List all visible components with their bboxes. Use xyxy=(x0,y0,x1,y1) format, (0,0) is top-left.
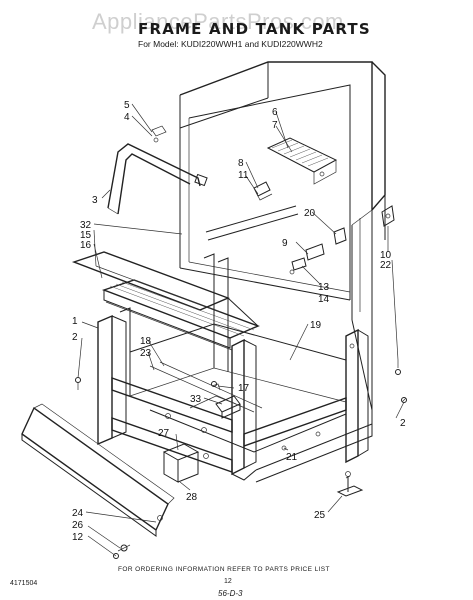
callout-25: 25 xyxy=(314,510,326,521)
clip-part xyxy=(253,181,273,201)
callout-22: 22 xyxy=(380,260,392,271)
diagram-title: FRAME AND TANK PARTS xyxy=(138,20,371,38)
callout-3: 3 xyxy=(92,195,98,206)
callout-15: 15 xyxy=(80,230,92,241)
callout-9: 9 xyxy=(282,238,288,249)
leader-lines xyxy=(77,103,405,557)
callout-7: 7 xyxy=(272,120,278,131)
callout-12: 12 xyxy=(72,532,84,543)
callout-20: 20 xyxy=(304,208,316,219)
callout-27: 27 xyxy=(158,428,170,439)
callout-18: 18 xyxy=(140,336,152,347)
callout-4: 4 xyxy=(124,112,130,123)
callout-16: 16 xyxy=(80,240,92,251)
ordering-note: FOR ORDERING INFORMATION REFER TO PARTS … xyxy=(118,566,330,573)
callout-6: 6 xyxy=(272,107,278,118)
callout-33: 33 xyxy=(190,394,202,405)
callout-23: 23 xyxy=(140,348,152,359)
callout-2b: 2 xyxy=(400,418,406,429)
callout-10: 10 xyxy=(380,250,392,261)
callout-14: 14 xyxy=(318,294,330,305)
revision-code: 56-D-3 xyxy=(218,589,243,598)
callout-13: 13 xyxy=(318,282,330,293)
callout-5: 5 xyxy=(124,100,130,111)
side-clips xyxy=(289,205,395,275)
front-kick-panel xyxy=(21,403,175,537)
callout-labels: 5 4 3 6 7 8 11 32 15 16 20 9 13 14 10 22… xyxy=(72,100,406,543)
watermark: AppliancePartsPros.com xyxy=(92,9,344,34)
tank-outline xyxy=(179,61,386,410)
callout-11: 11 xyxy=(238,170,249,181)
document-number: 4171504 xyxy=(10,580,38,587)
callout-17: 17 xyxy=(238,383,250,394)
hardware xyxy=(75,360,407,559)
model-subtitle: For Model: KUDI220WWH1 and KUDI220WWH2 xyxy=(138,39,323,49)
top-bracket xyxy=(266,137,338,185)
long-rails xyxy=(71,205,299,351)
callout-26: 26 xyxy=(72,520,84,531)
callout-19: 19 xyxy=(310,320,322,331)
callout-1: 1 xyxy=(72,316,78,327)
page-number: 12 xyxy=(224,578,232,585)
small-components xyxy=(162,383,241,483)
callout-2a: 2 xyxy=(72,332,78,343)
callout-24: 24 xyxy=(72,508,84,519)
frame-base xyxy=(97,253,373,483)
callout-21: 21 xyxy=(286,452,298,463)
callout-8: 8 xyxy=(238,158,244,169)
callout-28: 28 xyxy=(186,492,198,503)
callout-32: 32 xyxy=(80,220,92,231)
upper-rail-part xyxy=(107,125,208,215)
